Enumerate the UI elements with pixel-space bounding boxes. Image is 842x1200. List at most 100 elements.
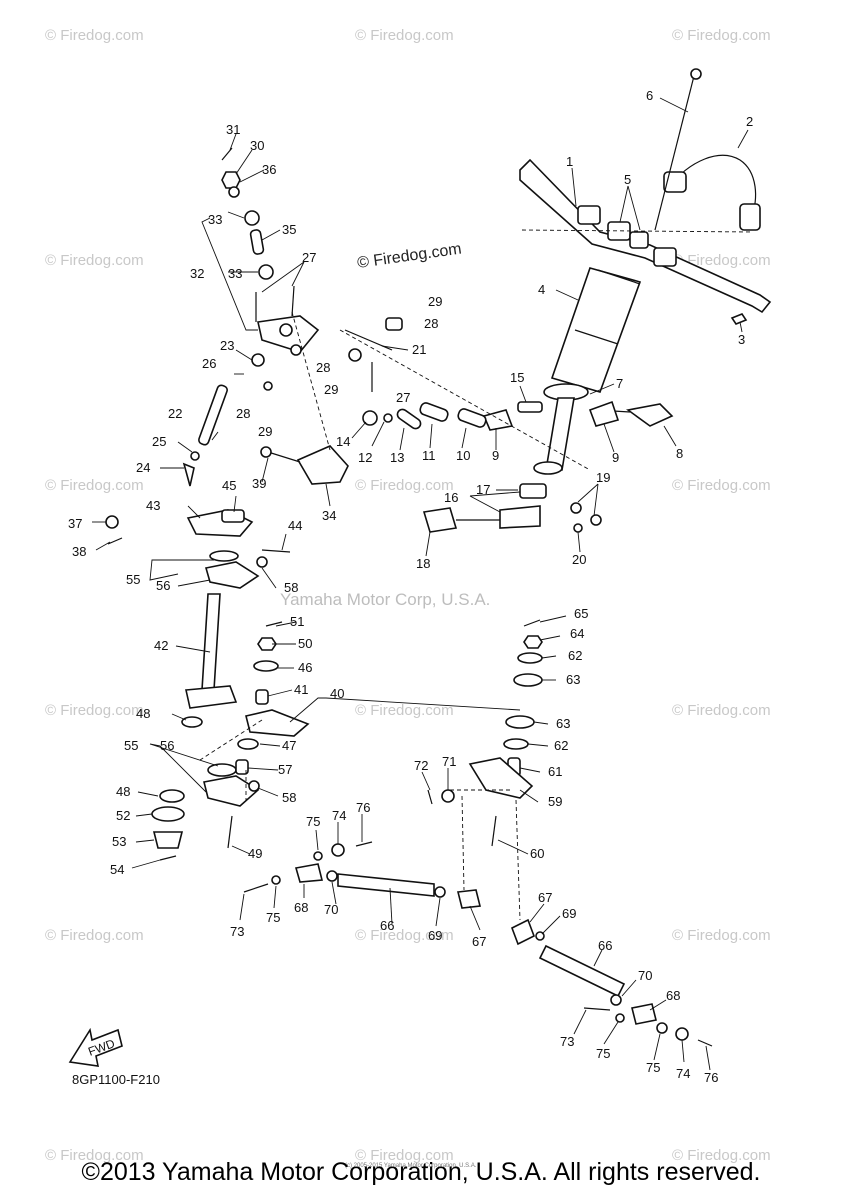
leader-line <box>577 483 599 517</box>
dashed-line <box>515 799 521 921</box>
tie-rod-end <box>510 918 536 946</box>
shaft-bracket <box>204 561 260 589</box>
rod-bracket <box>296 445 349 485</box>
copyright-footer: ©2013 Yamaha Motor Corporation, U.S.A. A… <box>81 1158 761 1186</box>
dashed-line <box>339 329 591 471</box>
fwd-arrow-icon <box>68 1027 123 1067</box>
callout: 33 <box>208 212 222 227</box>
castle-nut <box>221 171 241 189</box>
leader-line <box>649 999 667 1011</box>
callout: 71 <box>442 754 456 769</box>
cotter-pin <box>523 619 541 627</box>
bolt <box>491 815 497 847</box>
callout: 52 <box>116 808 130 823</box>
link <box>457 408 487 428</box>
callout: 56 <box>156 578 170 593</box>
callout: 17 <box>476 482 490 497</box>
nut <box>331 843 345 857</box>
steering-rod <box>198 384 228 446</box>
watermark: © Firedog.com <box>45 702 144 719</box>
washer <box>615 1013 625 1023</box>
nut <box>385 317 403 331</box>
leader-line <box>331 881 337 905</box>
callout: 28 <box>236 406 250 421</box>
washer <box>313 851 323 861</box>
leader-line <box>239 893 245 921</box>
watermark: © Firedog.com <box>45 252 144 269</box>
washer <box>513 673 543 687</box>
washer <box>253 660 279 672</box>
leader-line <box>135 839 155 843</box>
cover-detail <box>574 269 641 345</box>
watermark: © Firedog.com <box>672 927 771 944</box>
bolt-head <box>248 780 260 792</box>
nut <box>362 410 378 426</box>
callout: 66 <box>380 918 394 933</box>
cotter-pin <box>427 789 433 805</box>
callout: 55 <box>126 572 140 587</box>
callout: 20 <box>572 552 586 567</box>
callout: 28 <box>424 316 438 331</box>
watermarks: © Firedog.com © Firedog.com © Firedog.co… <box>45 27 771 1164</box>
right-stack <box>427 619 543 847</box>
callout: 58 <box>284 580 298 595</box>
leader-line <box>593 949 603 967</box>
watermark: © Firedog.com <box>355 1147 454 1164</box>
long-bolt <box>654 71 696 231</box>
leader-line <box>261 229 281 241</box>
callout: 73 <box>230 924 244 939</box>
callout-numbers: 1 2 3 4 5 6 7 8 9 9 10 11 12 13 14 15 16… <box>68 88 753 1085</box>
leader-line <box>325 483 331 507</box>
watermark: © Firedog.com <box>672 27 771 44</box>
callout: 51 <box>290 614 304 629</box>
leader-line <box>589 383 615 395</box>
link <box>419 402 449 422</box>
bolt <box>583 1007 611 1011</box>
column-arm <box>422 507 458 533</box>
leader-line <box>135 813 153 817</box>
nut <box>348 348 362 362</box>
nut <box>610 994 622 1006</box>
watermark: © Firedog.com <box>672 702 771 719</box>
callout: 2 <box>746 114 753 129</box>
tie-rod <box>538 944 626 998</box>
leader-line <box>653 1033 661 1061</box>
washer <box>151 806 185 822</box>
callout: 24 <box>136 460 150 475</box>
pivot <box>279 323 293 337</box>
leader-line <box>429 423 433 449</box>
washer <box>209 550 239 562</box>
leader-line <box>95 541 111 551</box>
callout: 74 <box>676 1066 690 1081</box>
nut <box>570 502 582 514</box>
handlebar-clamp <box>653 247 677 267</box>
tie-rod-end <box>631 1003 657 1025</box>
callout: 63 <box>566 672 580 687</box>
leader-line <box>421 771 431 791</box>
washer <box>181 716 203 728</box>
washer <box>271 875 281 885</box>
callout: 4 <box>538 282 545 297</box>
bushing <box>235 759 249 775</box>
tie-rod-assembly <box>243 841 713 1047</box>
handlebar-assembly <box>344 68 772 533</box>
leader-line <box>351 421 367 439</box>
leader-line <box>739 321 743 333</box>
washer <box>237 738 259 750</box>
callout: 29 <box>258 424 272 439</box>
callout: 23 <box>220 338 234 353</box>
leader-line <box>539 635 561 641</box>
callout: 55 <box>124 738 138 753</box>
watermark: © Firedog.com <box>45 927 144 944</box>
watermark: © Firedog.com <box>45 27 144 44</box>
bolt-head <box>690 68 702 80</box>
leader-line <box>529 903 545 923</box>
callout: 6 <box>646 88 653 103</box>
leader-line <box>469 491 521 513</box>
callout: 16 <box>444 490 458 505</box>
callout: 62 <box>568 648 582 663</box>
leader-line <box>571 167 577 207</box>
leader-line <box>261 457 269 483</box>
column-base <box>533 461 563 475</box>
